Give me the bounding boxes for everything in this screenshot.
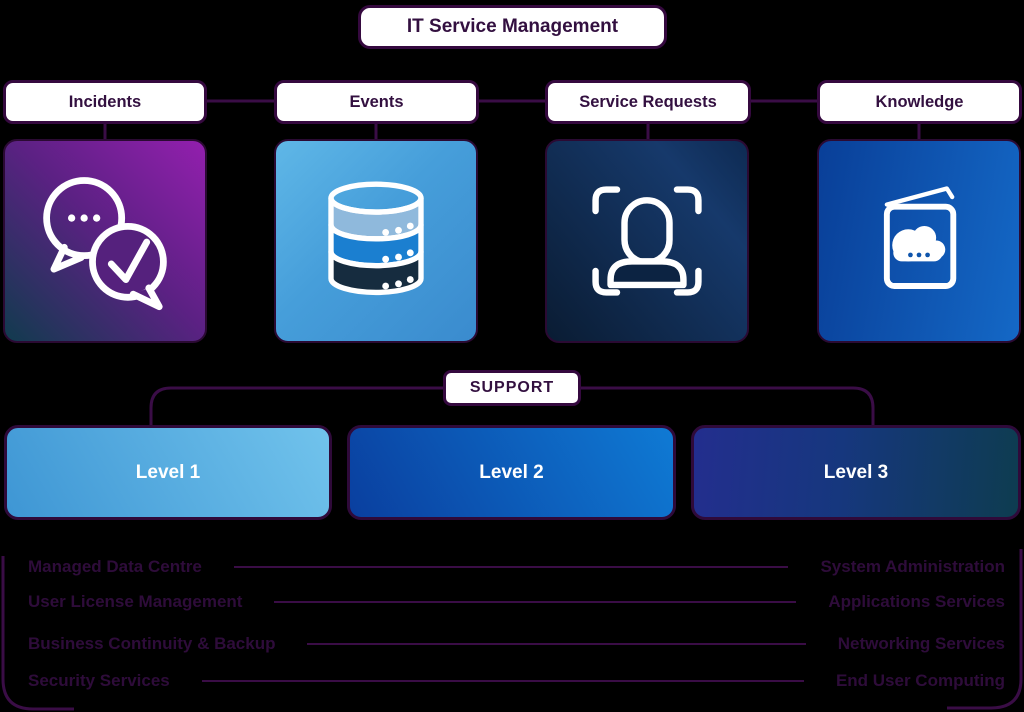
service-connector-line [201,680,804,682]
support-left-bracket [149,386,443,426]
category-label: Events [349,92,404,111]
category-knowledge: Knowledge [817,80,1022,124]
level-label: Level 1 [135,461,201,483]
events-card [274,139,478,343]
category-label: Knowledge [875,92,964,111]
page-title: IT Service Management [358,5,667,49]
support-level-2: Level 2 [347,425,676,520]
category-service-requests: Service Requests [545,80,751,124]
service-row: Business Continuity & Backup Networking … [28,633,1005,655]
service-right-label: Networking Services [837,634,1005,653]
support-right-bracket [581,386,875,426]
incidents-card [3,139,207,343]
support-box: SUPPORT [443,370,581,406]
level-label: Level 2 [479,461,544,483]
knowledge-card [817,139,1021,343]
category-label: Incidents [68,92,142,111]
service-right-label: Applications Services [828,592,1005,611]
category-events: Events [274,80,479,124]
service-connector-line [307,643,806,645]
category-label: Service Requests [579,92,717,111]
service-connector-line [233,566,789,568]
chat-check-icon [43,177,167,311]
service-connector-line [274,601,797,603]
category-incidents: Incidents [3,80,207,124]
book-cloud-icon [883,186,957,289]
service-row: Managed Data Centre System Administratio… [28,556,1005,578]
service-left-label: User License Management [28,592,243,611]
service-requests-card [545,139,749,343]
service-right-label: End User Computing [835,671,1005,690]
service-left-label: Business Continuity & Backup [28,634,276,653]
level-label: Level 3 [823,461,889,483]
service-row: Security Services End User Computing [28,670,1005,692]
face-scan-icon [592,186,702,296]
support-level-3: Level 3 [691,425,1021,520]
support-label: SUPPORT [469,379,555,396]
database-icon [328,181,424,296]
service-row: User License Management Applications Ser… [28,591,1005,613]
page-title-label: IT Service Management [406,16,619,37]
service-left-label: Security Services [28,671,170,690]
service-right-label: System Administration [820,557,1005,576]
support-level-1: Level 1 [4,425,332,520]
service-left-label: Managed Data Centre [28,557,202,576]
